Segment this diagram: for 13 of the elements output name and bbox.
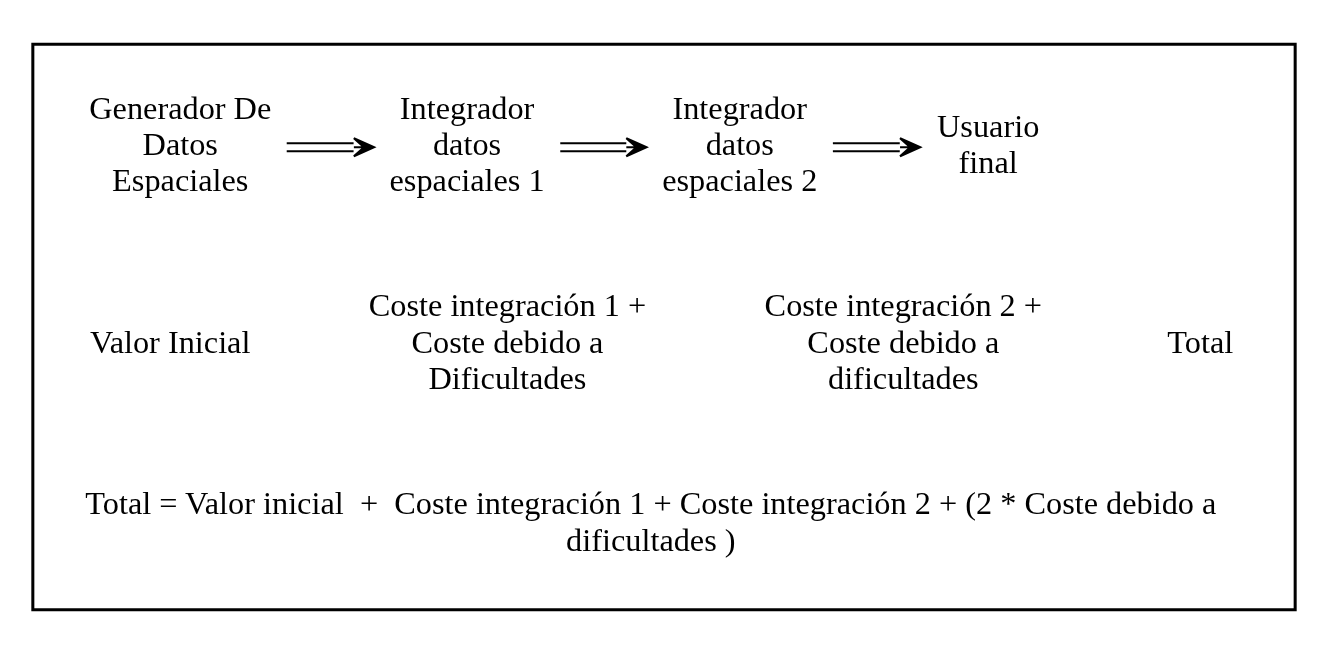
node-text: Generador De Datos Espaciales bbox=[89, 89, 272, 199]
node-text: Integrador datos espaciales 1 bbox=[389, 89, 545, 199]
node-text: Usuario final bbox=[937, 107, 1040, 181]
node-text: Integrador datos espaciales 2 bbox=[662, 89, 818, 199]
label: Valor Inicial bbox=[89, 323, 251, 360]
cluster bbox=[31, 42, 1297, 612]
label: Total = Valor inicial + Coste integración 1 + Coste integración 2 + (2 * Coste debido a dificultades ) bbox=[85, 485, 1217, 558]
arrow bbox=[560, 137, 648, 158]
arrow bbox=[832, 137, 922, 158]
label: Coste integración 1 + Coste debido a Dificultades bbox=[368, 287, 647, 397]
label: Total bbox=[1167, 323, 1234, 360]
label: Coste integración 2 + Coste debido a dificultades bbox=[764, 287, 1043, 397]
arrow bbox=[286, 137, 376, 158]
